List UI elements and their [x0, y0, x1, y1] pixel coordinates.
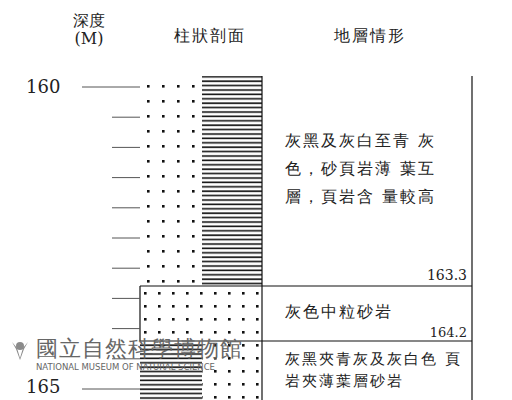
bottom-depth: 163.3 — [427, 267, 467, 283]
depth-tick — [112, 177, 140, 178]
stratum-cell: 灰黑夾青灰及灰白色 頁岩夾薄葉層砂岩 — [263, 342, 471, 400]
watermark: 國立自然科學博物館 — [36, 336, 266, 362]
watermark: NATIONAL MUSEUM OF NATURAL SCIENCE — [36, 362, 276, 372]
depth-tick — [112, 147, 140, 148]
stratum-description: 灰黑及灰白至青 灰色，砂頁岩薄 葉互層，頁岩含 量較高 — [285, 127, 445, 211]
depth-tick — [82, 87, 140, 88]
sand-pattern — [140, 286, 262, 341]
stratum-cell: 灰色中粒砂岩 164.2 — [263, 287, 471, 340]
bottom-depth: 164.2 — [430, 325, 467, 340]
depth-tick — [112, 328, 140, 329]
stratum-cell: 灰黑及灰白至青 灰色，砂頁岩薄 葉互層，頁岩含 量較高 163.3 — [263, 77, 471, 285]
depth-label: 160 — [26, 76, 66, 98]
layer-boundary — [140, 285, 472, 286]
depth-tick — [112, 298, 140, 299]
depth-label: 165 — [26, 376, 66, 398]
museum-logo — [12, 342, 28, 360]
column-header: 地層情形 — [320, 26, 420, 45]
column-border — [139, 286, 140, 341]
column-border — [261, 76, 262, 400]
depth-tick — [112, 268, 140, 269]
column-header: 深度 (M) — [66, 12, 112, 49]
sand-pattern — [140, 76, 200, 286]
depth-tick — [82, 389, 140, 390]
stratum-description: 灰黑夾青灰及灰白色 頁岩夾薄葉層砂岩 — [285, 348, 469, 392]
table-border — [471, 76, 472, 400]
depth-tick — [112, 238, 140, 239]
stratum-description: 灰色中粒砂岩 — [285, 301, 455, 323]
depth-tick — [112, 117, 140, 118]
depth-tick — [112, 207, 140, 208]
shale-pattern — [202, 76, 262, 286]
column-header: 柱狀剖面 — [160, 26, 260, 45]
